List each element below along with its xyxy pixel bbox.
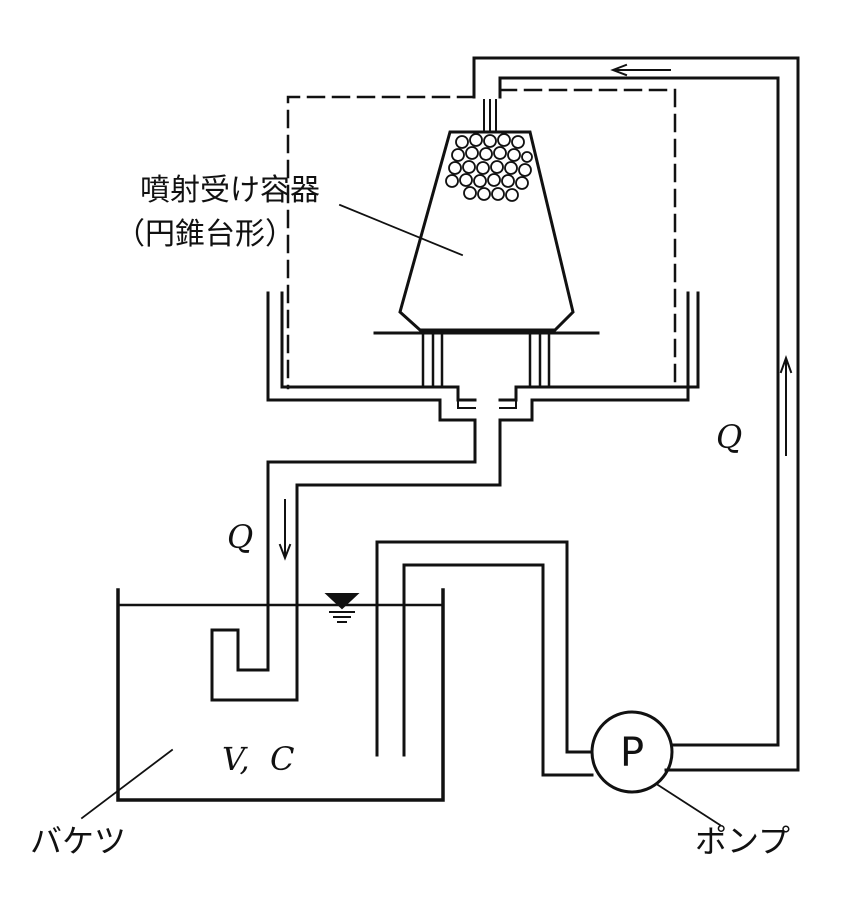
flow-rate-left: Q [227,518,253,556]
pump-label: ポンプ [695,822,790,860]
container-title: 噴射受け容器 [140,173,320,208]
discharge-pipe [472,56,800,772]
drain-pipe-end [210,553,299,702]
dashed-enclosure [286,88,677,390]
collection-tray [266,291,700,622]
pump-leader-line [656,783,722,827]
bucket [116,588,445,802]
pump-symbol: P [620,730,644,776]
water-level-icon [324,593,360,623]
flow-rate-right: Q [716,418,742,456]
tray-step-lines [457,399,517,409]
suction-pipe [375,540,594,777]
pump-circle [590,710,674,794]
up-arrow-icon [779,355,793,456]
cone-beads [445,133,533,202]
left-arrow-icon [610,63,671,77]
bucket-leader-line [80,748,174,820]
down-arrow-icon [278,499,292,561]
container-subtitle: （円錐台形） [115,217,295,252]
cone-container [398,130,575,332]
jet-nozzle [483,99,497,133]
support-legs [421,331,551,389]
container-leader-line [338,203,464,257]
bucket-label: バケツ [30,822,126,860]
volume-concentration: V, C [222,740,295,778]
